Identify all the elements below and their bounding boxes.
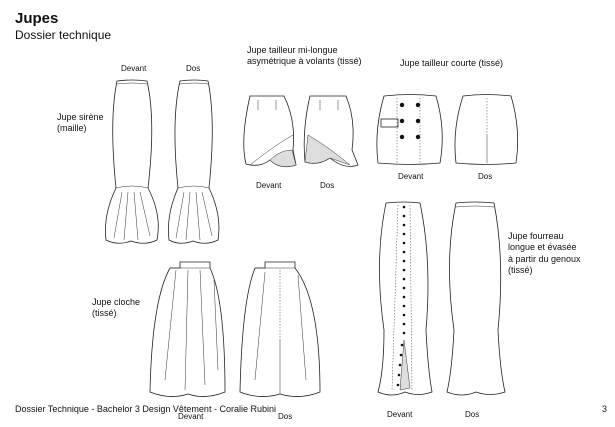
sirene-back-label: Dos xyxy=(186,64,201,73)
page-number: 3 xyxy=(602,404,608,414)
cloche-back-label: Dos xyxy=(278,412,293,421)
cloche-front-label: Devant xyxy=(178,412,204,421)
sirene-back-drawing xyxy=(168,79,220,244)
button-icons xyxy=(399,102,421,140)
fourreau-name-1: Jupe fourreau xyxy=(508,231,564,241)
button-column-icons xyxy=(396,205,406,387)
footer-text: Dossier Technique - Bachelor 3 Design Vê… xyxy=(15,404,276,414)
cloche-name: Jupe cloche xyxy=(92,297,141,307)
fourreau-detail: (tissé) xyxy=(508,264,533,275)
page-title: Jupes xyxy=(15,10,59,27)
sirene-caption: Jupe sirène(maille) xyxy=(57,112,104,135)
courte-front-label: Devant xyxy=(398,172,424,181)
cloche-detail: (tissé) xyxy=(92,308,117,319)
volants-back-drawing xyxy=(303,95,359,167)
courte-caption: Jupe tailleur courte (tissé) xyxy=(400,58,504,68)
fourreau-back-drawing xyxy=(446,201,506,396)
sirene-front-drawing xyxy=(105,79,159,244)
volants-name-1: Jupe tailleur mi-longue xyxy=(247,45,338,55)
sirene-name: Jupe sirène xyxy=(57,112,104,122)
fourreau-name-3: à partir du genoux xyxy=(508,253,581,264)
fourreau-front-drawing xyxy=(377,201,433,396)
volants-front-label: Devant xyxy=(256,181,282,190)
page-subtitle: Dossier technique xyxy=(15,28,112,42)
volants-back-label: Dos xyxy=(320,181,335,190)
courte-back-drawing xyxy=(454,94,519,165)
courte-back-label: Dos xyxy=(478,172,493,181)
fourreau-back-label: Dos xyxy=(465,410,480,419)
sirene-detail: (maille) xyxy=(57,123,87,134)
volants-name-2: asymétrique à volants (tissé) xyxy=(247,56,362,67)
sirene-front-label: Devant xyxy=(121,64,147,73)
fourreau-front-label: Devant xyxy=(387,410,413,419)
cloche-caption: Jupe cloche(tissé) xyxy=(92,297,140,320)
fourreau-name-2: longue et évasée xyxy=(508,242,577,253)
cloche-front-drawing xyxy=(149,261,226,397)
cloche-back-drawing xyxy=(239,261,321,397)
courte-front-drawing xyxy=(376,94,443,165)
volants-front-drawing xyxy=(243,95,297,168)
